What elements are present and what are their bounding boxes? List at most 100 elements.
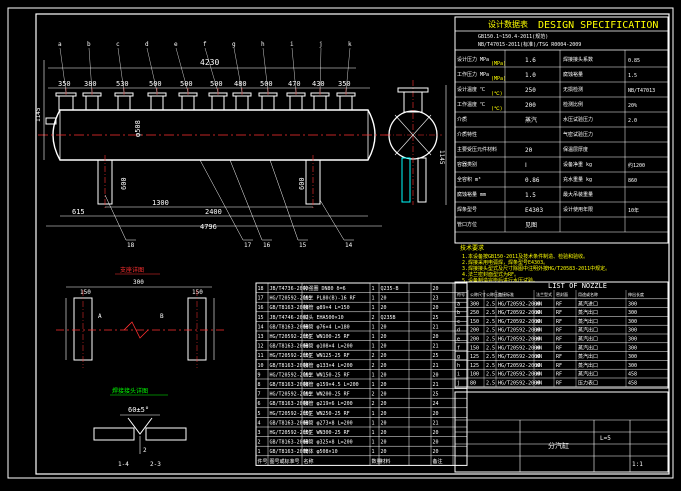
drain-nozzle [45, 117, 57, 125]
nozzle-cell: HG/T20592-2009 [498, 337, 540, 343]
nozzle-cell: 压力表口 [578, 380, 598, 387]
support-width-dim: 300 [133, 279, 144, 286]
bom-cell: 13 [258, 334, 264, 340]
callout-number: 17 [244, 242, 252, 249]
bom-cell: GB/T8163-2008 [270, 449, 309, 455]
bom-cell: 8 [258, 382, 261, 388]
support-span-dim: 2400 [205, 208, 222, 216]
bom-cell: 21 [433, 382, 439, 388]
bom-cell: 法兰 PL80(B)-16 RF [304, 295, 356, 302]
nozzle-cell: RF [556, 328, 562, 334]
spec-label-right: 无损检测 [563, 86, 583, 93]
nozzle-cell: 458 [628, 372, 637, 378]
nozzle-letter: g [232, 41, 236, 48]
support-label-a: A [98, 313, 102, 320]
nozzle-cell: 125 [470, 354, 479, 360]
support-offset-dim: 1300 [152, 199, 169, 207]
bom-cell: HG/T20592-2009 [270, 392, 312, 398]
spec-value-right: 0.85 [628, 58, 640, 64]
bom-cell: 20 [381, 363, 387, 369]
bom-cell: 1 [372, 372, 375, 378]
nozzle-cell: HG/T20592-2009 [498, 310, 540, 316]
nozzle-cell: WN [536, 372, 542, 378]
spec-value: E4303 [525, 207, 543, 214]
leader-line [233, 47, 243, 93]
nozzle-cell: c [457, 319, 460, 325]
bom-cell: 20 [433, 372, 439, 378]
bom-cell: 1 [258, 449, 261, 455]
nozzle-cell: 2.5 [486, 310, 495, 316]
bom-cell: 21 [433, 420, 439, 426]
spec-label: 设计压力 MPa [457, 56, 489, 63]
leader-line [291, 47, 297, 93]
nozzle-letter: c [116, 41, 120, 48]
nozzle-letter: k [348, 41, 352, 48]
spec-value: 200 [525, 102, 536, 109]
bom-cell: 20 [381, 449, 387, 455]
bom-cell: 法兰 WN200-25 RF [304, 391, 350, 398]
spec-label-right: 检测比例 [563, 101, 583, 108]
nozzle-cell: WN [536, 363, 542, 369]
bom-cell: 20 [381, 353, 387, 359]
bom-cell: 16 [258, 305, 264, 311]
bom-cell: 2 [372, 401, 375, 407]
note-line: 5.设备制造完毕后进行水压试验。 [462, 277, 538, 284]
nozzle-cell: g [457, 354, 460, 360]
left-height-dim: 1145 [35, 107, 42, 122]
nozzle-cell: RF [556, 319, 562, 325]
leader-line [59, 47, 67, 93]
nozzle-cell: 2.5 [486, 337, 495, 343]
bom-cell: GB/T8163-2008 [270, 344, 309, 350]
bom-cell: 20 [381, 420, 387, 426]
nozzle-cell: RF [556, 381, 562, 387]
spec-label-right: 气密试验压力 [563, 131, 593, 138]
overall-length-dim: 4230 [200, 58, 219, 67]
spec-label: 管口方位 [457, 221, 477, 228]
bom-cell: 25 [433, 353, 439, 359]
spec-value-right: 约1200 [628, 162, 645, 169]
nozzle-cell: 300 [628, 301, 637, 307]
spec-label: 工作温度 ℃ [457, 101, 485, 108]
leader-line [175, 47, 189, 93]
bom-cell: 法兰 WN150-25 RF [304, 371, 350, 378]
notes-list: 1.本设备按GB150-2011及技术条件制造、检验和验收。2.焊接采用电弧焊，… [462, 253, 610, 284]
nozzle-header-cell: 用途或名称 [578, 291, 598, 297]
bom-cell: 接管 φ325×8 L=200 [304, 439, 353, 446]
nozzle-cell: 100 [470, 372, 479, 378]
nozzle-letter: b [87, 41, 91, 48]
nozzle-cell: 300 [628, 363, 637, 369]
spec-label: 焊条型号 [457, 206, 477, 213]
spec-label-right: 设备净重 kg [563, 161, 592, 168]
bom-cell: 10 [258, 363, 264, 369]
bom-cell: 20 [381, 334, 387, 340]
nozzle-cell: 蒸汽出口 [578, 327, 598, 334]
spec-label-right: 设计使用年限 [563, 206, 593, 213]
support-detail: 支座详图 300 150 150 A B [56, 266, 224, 368]
nozzle-cell: HG/T20592-2009 [498, 363, 540, 369]
spec-label: 介质 [457, 116, 467, 123]
nozzle-letter: a [58, 41, 62, 48]
bom-cell: 24 [433, 401, 439, 407]
sheet-border-outer [7, 7, 674, 479]
bom-cell: 20 [433, 334, 439, 340]
bom-cell: HG/T20592-2009 [270, 430, 312, 436]
nozzle-cell: RF [556, 363, 562, 369]
nozzle-cell: 458 [628, 381, 637, 387]
nozzle-cell: WN [536, 310, 542, 316]
support-label-b: B [160, 313, 164, 320]
nozzle-cell: HG/T20592-2009 [498, 328, 540, 334]
side-leg-left [401, 157, 411, 203]
bom-cell: 1 [372, 411, 375, 417]
nozzle-cell: j [457, 381, 460, 387]
spec-unit: (MPa) [491, 61, 506, 67]
spec-header-line-1: GB150.1~150.4-2011(规范) [478, 33, 548, 40]
bom-cell: 筒体 φ508×10 [304, 448, 338, 455]
nozzle-cell: 125 [470, 363, 479, 369]
bom-cell: 法兰 WN125-25 RF [304, 352, 350, 359]
nozzle-neck [58, 95, 74, 111]
spec-label: 腐蚀裕量 mm [457, 191, 486, 198]
title-drawing-no: L=5 [600, 435, 611, 442]
spec-label: 设计温度 ℃ [457, 86, 485, 93]
